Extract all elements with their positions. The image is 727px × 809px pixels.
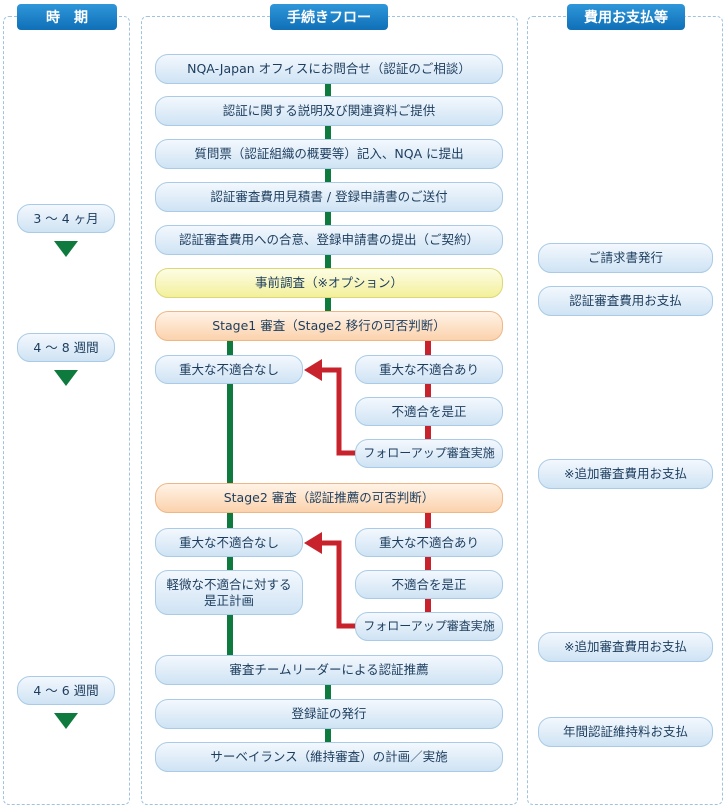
flow-s2-minor-plan-line1: 軽微な不適合に対する (166, 576, 292, 592)
period-header: 時 期 (17, 4, 117, 30)
flow-explanation: 認証に関する説明及び関連資料ご提供 (155, 96, 503, 126)
connector-s2-right (425, 512, 431, 620)
payment-column (527, 16, 723, 805)
flow-s2-minor-plan-line2: 是正計画 (203, 592, 254, 608)
period-label-1: 3 ～ 4 ヶ月 (17, 204, 115, 233)
payment-header: 費用お支払等 (567, 4, 685, 30)
flow-s2-correct: 不適合を是正 (355, 570, 503, 599)
payment-audit-fee: 認証審査費用お支払 (538, 286, 713, 316)
flow-surveillance: サーベイランス（維持審査）の計画／実施 (155, 742, 503, 772)
flow-stage1: Stage1 審査（Stage2 移行の可否判断） (155, 311, 503, 341)
flow-s1-major: 重大な不適合あり (355, 355, 503, 384)
flow-quotation: 認証審査費用見積書 / 登録申請書のご送付 (155, 182, 503, 212)
payment-additional-fee-1: ※追加審査費用お支払 (538, 459, 713, 489)
flow-certificate-issue: 登録証の発行 (155, 699, 503, 729)
payment-invoice: ご請求書発行 (538, 243, 713, 273)
period-label-2: 4 ～ 8 週間 (17, 333, 115, 362)
flow-s1-correct: 不適合を是正 (355, 397, 503, 426)
flow-inquiry: NQA-Japan オフィスにお問合せ（認証のご相談） (155, 54, 503, 84)
connector-s1-right (425, 340, 431, 448)
flow-s2-followup: フォローアップ審査実施 (355, 612, 503, 641)
flow-stage2: Stage2 審査（認証推薦の可否判断） (155, 483, 503, 513)
flow-s1-followup: フォローアップ審査実施 (355, 439, 503, 468)
flow-contract: 認証審査費用への合意、登録申請書の提出（ご契約） (155, 225, 503, 255)
payment-additional-fee-2: ※追加審査費用お支払 (538, 632, 713, 662)
feedback-arrow-1 (304, 359, 358, 456)
flow-questionnaire: 質問票（認証組織の概要等）記入、NQA に提出 (155, 139, 503, 169)
connector-s1-left (227, 340, 233, 490)
flow-s2-minor-plan: 軽微な不適合に対する 是正計画 (155, 570, 303, 615)
period-label-3: 4 ～ 6 週間 (17, 676, 115, 705)
down-arrow-icon (54, 241, 78, 257)
flow-pre-survey: 事前調査（※オプション） (155, 268, 503, 298)
payment-annual-fee: 年間認証維持料お支払 (538, 717, 713, 747)
flow-s1-no-major: 重大な不適合なし (155, 355, 303, 384)
flow-header: 手続きフロー (270, 4, 388, 30)
flow-recommendation: 審査チームリーダーによる認証推薦 (155, 655, 503, 685)
down-arrow-icon (54, 713, 78, 729)
down-arrow-icon (54, 370, 78, 386)
flow-s2-major: 重大な不適合あり (355, 528, 503, 557)
feedback-arrow-2 (304, 532, 358, 629)
flow-s2-no-major: 重大な不適合なし (155, 528, 303, 557)
